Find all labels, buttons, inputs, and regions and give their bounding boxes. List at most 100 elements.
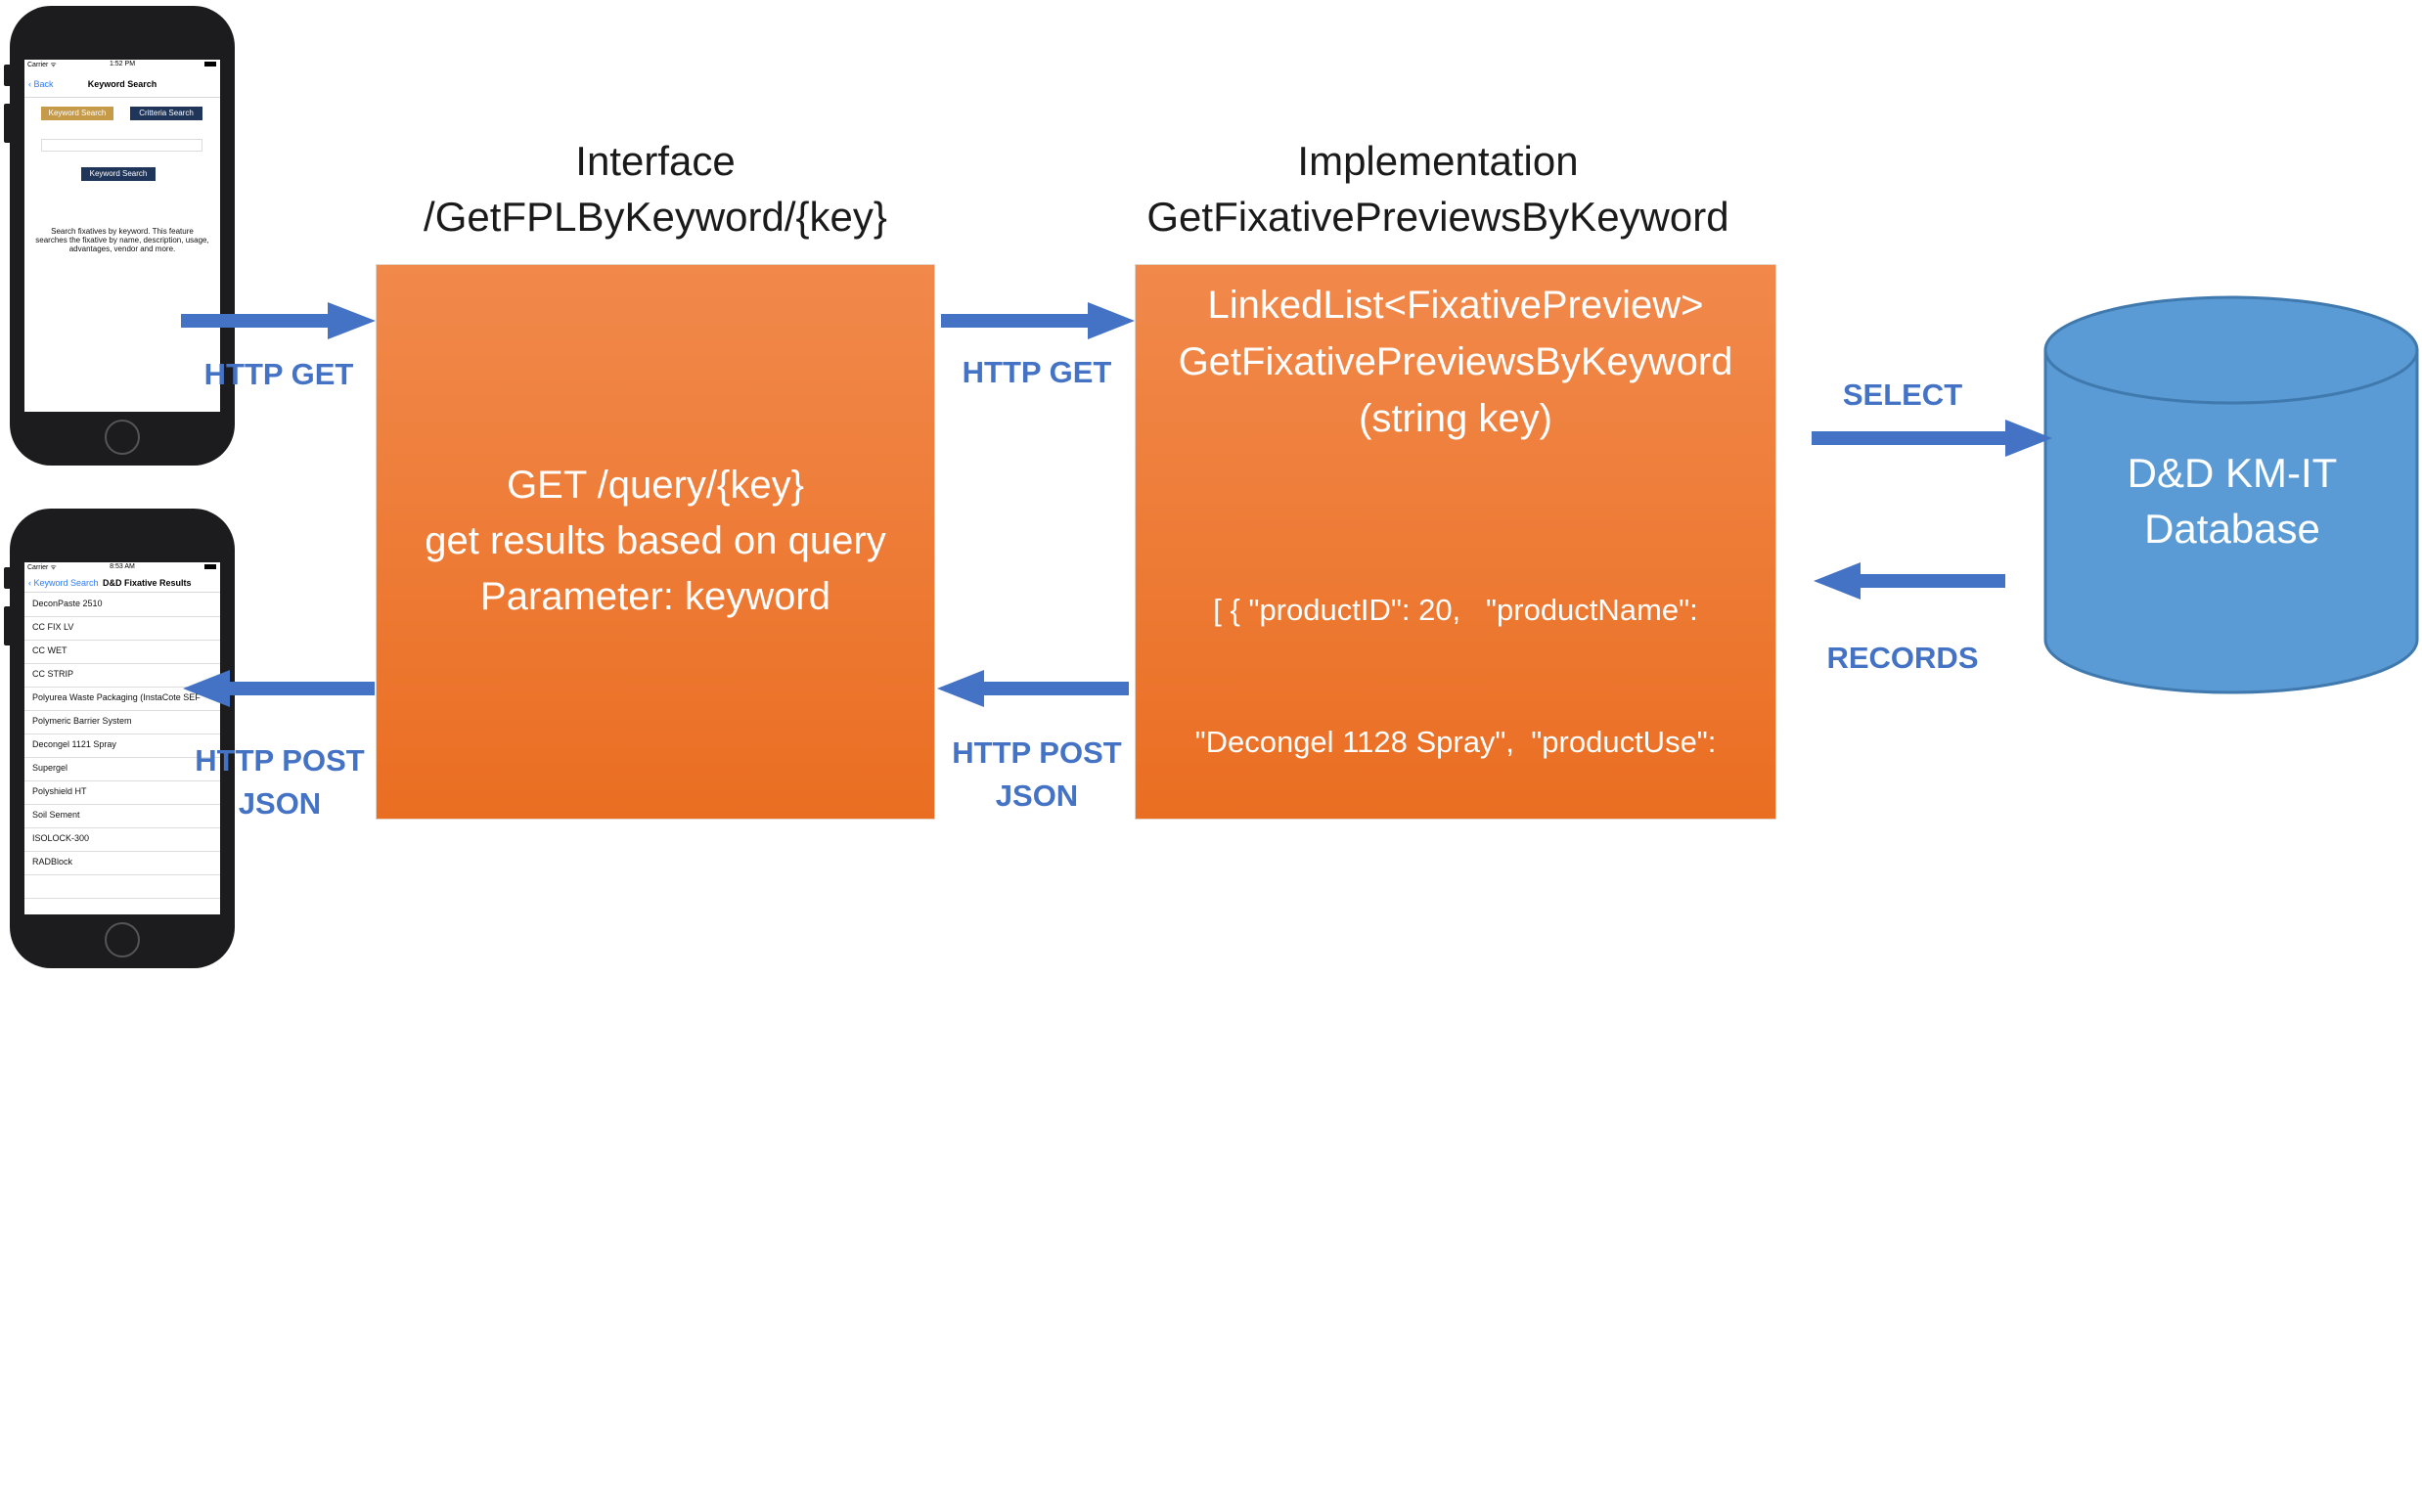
label-phone-to-interface: HTTP GET — [203, 357, 354, 391]
back-button[interactable]: ‹ Keyword Search — [28, 578, 99, 588]
home-button[interactable] — [105, 420, 140, 455]
arrow-right-icon — [941, 302, 1135, 339]
back-label: Back — [33, 79, 54, 89]
interface-heading: Interface /GetFPLByKeyword/{key} — [372, 133, 939, 245]
phone-side-button — [4, 567, 12, 589]
list-item-label: DeconPaste 2510 — [32, 599, 103, 608]
database-cylinder — [2043, 295, 2419, 694]
tab-keyword-search[interactable]: Keyword Search — [41, 107, 113, 120]
search-input[interactable] — [41, 139, 202, 152]
interface-box-text: GET /query/{key} get results based on qu… — [377, 458, 934, 625]
interface-box-line: get results based on query — [425, 519, 886, 562]
list-item[interactable]: Soil Sement — [24, 804, 220, 828]
list-item-label: Supergel — [32, 763, 68, 773]
list-item-empty — [24, 874, 220, 899]
status-time: 1:52 PM — [109, 61, 136, 67]
list-item[interactable]: CC WET — [24, 640, 220, 664]
status-time: 8:53 AM — [110, 563, 135, 570]
json-line: "Decongel 1128 is recommended for — [1211, 857, 1700, 891]
results-list: DeconPaste 2510 CC FIX LV CC WET CC STRIP Po… — [24, 593, 220, 914]
list-item[interactable]: Polyshield HT — [24, 780, 220, 805]
interface-box: GET /query/{key} get results based on qu… — [376, 264, 935, 820]
signature-line: LinkedList<FixativePreview> — [1207, 284, 1704, 327]
json-line: compounds...“ }] — [1345, 1385, 1565, 1419]
list-item-label: Polyshield HT — [32, 786, 87, 796]
nav-title: Keyword Search — [87, 79, 157, 89]
implementation-heading-line1: Implementation — [1297, 138, 1579, 184]
back-button[interactable]: ‹ Back — [28, 79, 54, 89]
arrow-right-icon — [181, 302, 376, 339]
list-item[interactable]: ISOLOCK-300 — [24, 827, 220, 852]
database-label-line: Database — [2144, 506, 2320, 552]
implementation-heading-line2: GetFixativePreviewsByKeyword — [1146, 194, 1729, 240]
signature-line: (string key) — [1359, 397, 1552, 440]
nav-title: D&D Fixative Results — [103, 578, 192, 588]
label-impl-to-interface: HTTP POST JSON — [939, 732, 1135, 818]
method-signature: LinkedList<FixativePreview> GetFixativeP… — [1136, 277, 1775, 447]
tab-criteria-search[interactable]: Critteria Search — [130, 107, 202, 120]
phone-side-button — [4, 104, 12, 143]
json-line: decontamination of radioisotopes as — [1212, 989, 1699, 1023]
list-item[interactable]: RADBlock — [24, 851, 220, 875]
list-item-label: RADBlock — [32, 857, 73, 867]
list-item-label: ISOLOCK-300 — [32, 833, 90, 843]
list-item[interactable]: Supergel — [24, 757, 220, 781]
status-bar: Carrier ᯤ 8:53 AM — [24, 562, 220, 574]
keyword-search-button[interactable]: Keyword Search — [81, 167, 156, 181]
label-select: SELECT — [1842, 378, 1963, 412]
interface-heading-line2: /GetFPLByKeyword/{key} — [424, 194, 887, 240]
phone-side-button — [4, 606, 12, 645]
json-line: well as particulates, heavy metals, — [1225, 1121, 1686, 1155]
home-button[interactable] — [105, 922, 140, 957]
label-line: HTTP POST — [195, 743, 365, 778]
back-label: Keyword Search — [33, 578, 99, 588]
list-item[interactable]: CC FIX LV — [24, 616, 220, 641]
nav-bar: ‹ Back Keyword Search — [24, 71, 220, 98]
list-item[interactable]: Decongel 1121 Spray — [24, 734, 220, 758]
list-item-label: Soil Sement — [32, 810, 80, 820]
carrier-label: Carrier ᯤ — [27, 62, 57, 68]
arrow-right-icon — [1812, 420, 2052, 457]
database-body — [2043, 348, 2419, 694]
list-item-label: CC WET — [32, 645, 67, 655]
signature-line: GetFixativePreviewsByKeyword — [1178, 340, 1733, 383]
status-bar: Carrier ᯤ 1:52 PM — [24, 60, 220, 71]
phone-side-button — [4, 65, 12, 86]
carrier-label: Carrier ᯤ — [27, 564, 57, 571]
arrow-left-icon — [937, 670, 1129, 707]
list-item-label: CC FIX LV — [32, 622, 74, 632]
phone-keyword-search: Carrier ᯤ 1:52 PM ‹ Back Keyword Search … — [4, 6, 235, 466]
list-item-label: CC STRIP — [32, 669, 74, 679]
json-line: "Decongel 1128 Spray", "productUse": — [1194, 725, 1717, 759]
label-interface-to-phone: HTTP POST JSON — [182, 739, 378, 825]
list-item[interactable]: CC STRIP — [24, 663, 220, 688]
arrow-left-icon — [183, 670, 375, 707]
json-line: [ { "productID": 20, "productName": — [1213, 593, 1698, 627]
database-label-line: D&D KM-IT — [2127, 450, 2338, 496]
battery-icon — [204, 62, 216, 67]
battery-icon — [204, 564, 216, 569]
json-line: water-soluble and insoluble organic — [1218, 1253, 1693, 1287]
list-item[interactable]: Polyurea Waste Packaging (InstaCote SEF — [24, 687, 220, 711]
interface-box-line: Parameter: keyword — [480, 575, 830, 618]
label-line: JSON — [238, 786, 322, 821]
arrows-layer — [181, 302, 2052, 707]
interface-heading-line1: Interface — [575, 138, 736, 184]
phone-screen: Carrier ᯤ 1:52 PM ‹ Back Keyword Search … — [24, 60, 220, 412]
arrow-left-icon — [1814, 562, 2005, 600]
list-item[interactable]: Polymeric Barrier System — [24, 710, 220, 734]
label-interface-to-impl: HTTP GET — [962, 355, 1112, 389]
database-top — [2043, 295, 2419, 405]
list-item-label: Polymeric Barrier System — [32, 716, 132, 726]
nav-bar: ‹ Keyword Search D&D Fixative Results — [24, 574, 220, 593]
list-item[interactable]: DeconPaste 2510 — [24, 593, 220, 617]
feature-description: Search fixatives by keyword. This featur… — [35, 227, 209, 253]
label-records: RECORDS — [1826, 641, 1979, 675]
list-item-label: Polyurea Waste Packaging (InstaCote SEF — [32, 692, 201, 702]
database-label: D&D KM-IT Database — [2044, 445, 2420, 556]
label-line: JSON — [995, 778, 1079, 813]
implementation-heading: Implementation GetFixativePreviewsByKeyw… — [1125, 133, 1751, 245]
phone-screen: Carrier ᯤ 8:53 AM ‹ Keyword Search D&D F… — [24, 562, 220, 914]
phone-fixative-results: Carrier ᯤ 8:53 AM ‹ Keyword Search D&D F… — [4, 509, 235, 968]
interface-box-line: GET /query/{key} — [507, 464, 804, 507]
